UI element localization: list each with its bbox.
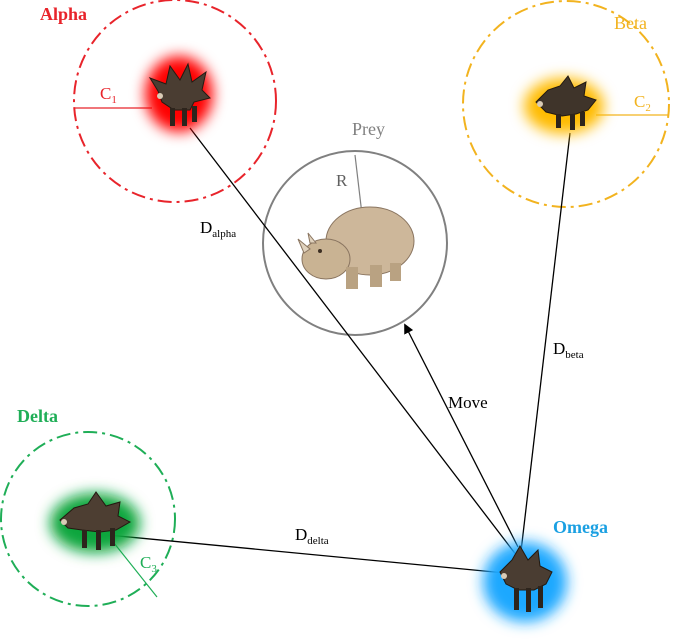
alpha-label: Alpha xyxy=(40,4,87,24)
move-arrow xyxy=(406,327,518,547)
prey-label: Prey xyxy=(352,119,385,139)
move-label: Move xyxy=(448,393,488,412)
omega-label: Omega xyxy=(553,517,608,537)
beta-c-label: C2 xyxy=(634,92,651,114)
delta-label: Delta xyxy=(17,406,58,426)
d-alpha-label: Dalpha xyxy=(200,218,236,240)
prey-radius-label: R xyxy=(336,171,348,190)
d-alpha-line xyxy=(190,128,520,560)
d-delta-label: Ddelta xyxy=(295,525,329,547)
rhino-icon xyxy=(298,207,414,289)
alpha-c-label: C1 xyxy=(100,84,117,106)
delta-c-label: C3 xyxy=(140,553,157,575)
d-beta-label: Dbeta xyxy=(553,339,584,361)
beta-label: Beta xyxy=(614,13,647,33)
